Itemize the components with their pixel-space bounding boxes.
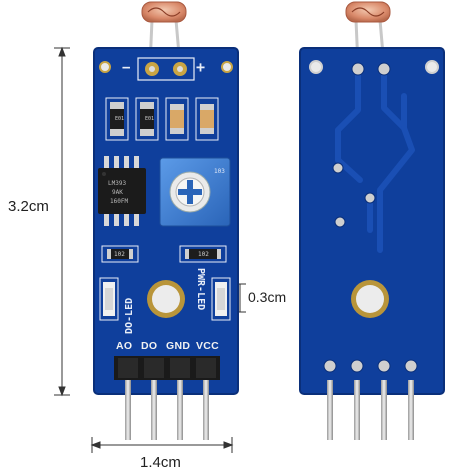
chip-marking-line-3: 160FM bbox=[110, 198, 129, 205]
pin-label-ao: AO bbox=[116, 340, 133, 352]
hole-dimension-label: 0.3cm bbox=[248, 289, 287, 305]
width-dimension-label: 1.4cm bbox=[140, 454, 181, 471]
do-led-label: DO-LED bbox=[124, 297, 135, 334]
pwr-led bbox=[211, 277, 231, 321]
back-board bbox=[299, 1, 445, 440]
polarity-minus-label: − bbox=[122, 60, 131, 76]
do-led bbox=[99, 277, 119, 321]
smd-code-1: E01 bbox=[115, 116, 125, 122]
header-pins-front bbox=[125, 380, 209, 440]
dimension-height-line bbox=[54, 46, 70, 397]
chip-marking-line-2: 9AK bbox=[112, 189, 123, 196]
height-dimension-label: 3.2cm bbox=[8, 198, 49, 215]
dimension-width-line bbox=[90, 437, 234, 453]
resistor-code-1: 102 bbox=[114, 251, 125, 258]
comparator-chip bbox=[98, 156, 146, 226]
smd-row bbox=[105, 97, 219, 141]
pwr-led-label: PWR-LED bbox=[195, 268, 206, 311]
resistor-code-2: 102 bbox=[198, 251, 209, 258]
header-pins-back bbox=[327, 380, 414, 440]
pin-label-gnd: GND bbox=[166, 340, 191, 352]
pot-marking: 103 bbox=[214, 168, 225, 175]
pin-label-do: DO bbox=[141, 340, 158, 352]
potentiometer bbox=[159, 157, 231, 227]
chip-marking-line-1: LM393 bbox=[108, 180, 127, 187]
back-traces bbox=[335, 67, 415, 253]
front-board bbox=[93, 1, 239, 440]
smd-code-2: E01 bbox=[145, 116, 155, 122]
pin-label-vcc: VCC bbox=[196, 340, 220, 352]
polarity-plus-label: + bbox=[196, 58, 206, 76]
